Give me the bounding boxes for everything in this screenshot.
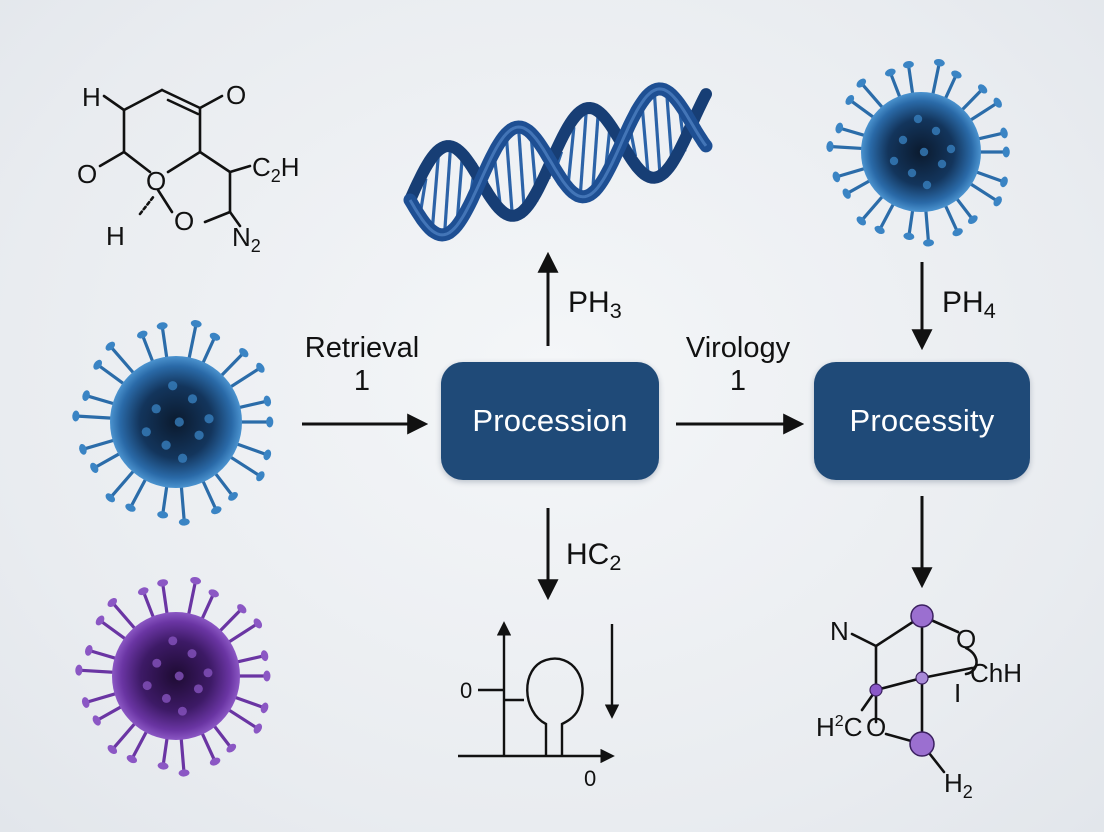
ph3-sub: 3 <box>609 298 622 324</box>
dna-helix-icon <box>403 82 713 242</box>
hc2-label: HC2 <box>566 540 621 574</box>
atom-o-br-1: O <box>956 624 976 654</box>
ph3-label: PH3 <box>568 288 622 322</box>
atom-h2c: H2C <box>816 712 862 742</box>
processity-box[interactable]: Processity <box>814 362 1030 480</box>
atom-chh: ChH <box>970 658 1022 688</box>
atom-o-4: O <box>174 206 194 236</box>
plot-icon <box>458 621 620 764</box>
hc2-base: HC <box>566 538 610 571</box>
atom-n2: N2 <box>232 222 261 256</box>
atom-n: N <box>830 616 849 646</box>
virus-blue-left <box>72 320 274 526</box>
hc2-sub: 2 <box>609 550 622 576</box>
atom-h-2: H <box>106 221 125 251</box>
processity-label: Processity <box>849 403 995 438</box>
atom-o-1: O <box>226 80 246 110</box>
plot-x-tick: 0 <box>584 766 596 791</box>
atom-h2: H2 <box>944 768 973 802</box>
atom-o-2: O <box>77 159 97 189</box>
atom-i: I <box>954 678 961 708</box>
atom-o-3: O <box>146 166 166 196</box>
ph4-base: PH <box>942 286 984 319</box>
atom-h-1: H <box>82 82 101 112</box>
plot-y-tick: 0 <box>460 678 472 703</box>
procession-label: Procession <box>472 403 628 438</box>
retrieval-label-line1: Retrieval <box>304 332 420 364</box>
atom-o-br-2: O <box>866 712 886 742</box>
virus-blue-top-right <box>826 58 1010 247</box>
virology-label: Virology 1 <box>668 332 808 399</box>
ph4-sub: 4 <box>983 298 996 324</box>
virology-label-line2: 1 <box>729 365 747 398</box>
atom-c2h: C2H <box>252 152 300 186</box>
procession-box[interactable]: Procession <box>441 362 659 480</box>
ph3-base: PH <box>568 286 610 319</box>
retrieval-label: Retrieval 1 <box>292 332 432 399</box>
virus-purple-bottom-left <box>75 577 271 777</box>
virology-label-line1: Virology <box>685 332 791 364</box>
molecule-top-left <box>98 88 252 228</box>
ph4-label: PH4 <box>942 288 996 322</box>
retrieval-label-line2: 1 <box>353 365 371 398</box>
molecule-bottom-right <box>850 604 978 774</box>
